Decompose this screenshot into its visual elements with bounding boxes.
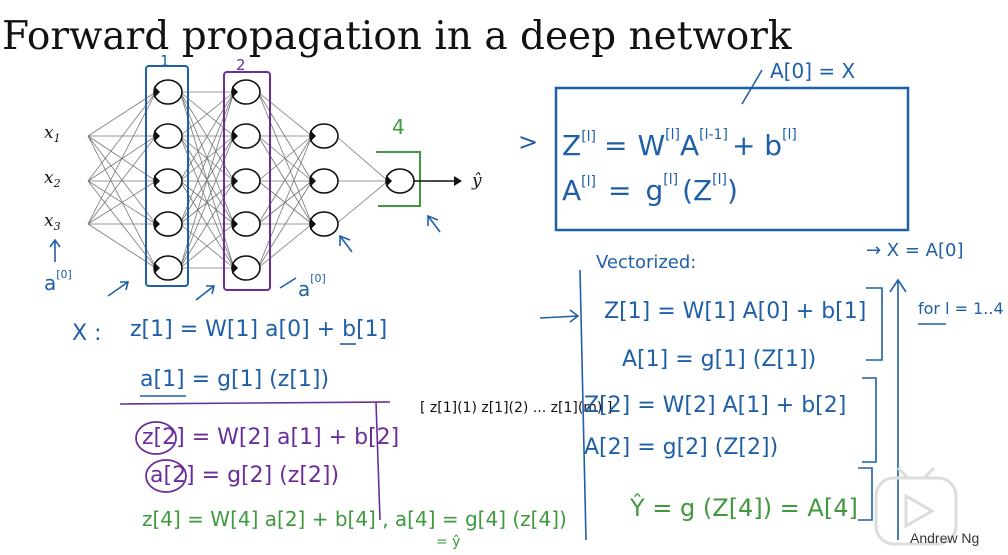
right-eq-Z2: Z[2] = W[2] A[1] + b[2] [584, 393, 846, 418]
node-input-mark [310, 175, 316, 187]
input-label-x1: x1 [44, 123, 61, 145]
a0-equals-x-note: A[0] = X [770, 59, 855, 83]
node-input-mark [154, 175, 160, 187]
a0-pointer [279, 277, 297, 289]
network-edge [257, 180, 313, 269]
network-edge [257, 135, 313, 225]
box-pointer-arrow: > [518, 128, 538, 156]
network-edge [257, 91, 313, 137]
node-input-mark [386, 175, 392, 187]
layer1-highlight [145, 65, 189, 287]
network-edge [87, 91, 157, 137]
right-bracket-2 [862, 377, 877, 463]
network-edge [87, 91, 157, 225]
network-edge [87, 180, 157, 225]
right-arrow-v1 [539, 309, 580, 323]
left-eq-yhat: = ŷ [436, 534, 460, 550]
left-eq-z4: z[4] = W[4] a[2] + b[4] , a[4] = g[4] (z… [142, 507, 567, 531]
left-bracket [119, 401, 391, 521]
node-input-mark [232, 130, 238, 142]
network-edge [87, 180, 157, 269]
left-eq-a1: a[1] = g[1] (z[1]) [140, 367, 329, 392]
z2-circle [135, 421, 177, 455]
network-edge [335, 180, 389, 225]
output-label: ŷ [471, 171, 482, 191]
x-colon-label: X : [72, 321, 101, 346]
network-edge [87, 135, 157, 269]
right-bracket-3 [858, 467, 873, 521]
layer2-arrow [195, 285, 216, 301]
vectorized-label: Vectorized: [596, 252, 696, 273]
x-equals-a0: → X = A[0] [866, 240, 963, 261]
general-formula-box [554, 86, 910, 232]
node-input-mark [232, 218, 238, 230]
network-edge [87, 135, 157, 225]
layer4-highlight [376, 151, 421, 207]
layer3-arrow [339, 234, 353, 253]
for-loop-arrow [889, 278, 907, 540]
right-left-bar [579, 269, 587, 541]
a0-right-label: a[0] [298, 272, 326, 301]
a2-circle [145, 459, 187, 493]
layer4-arrow [427, 214, 441, 233]
node-input-mark [232, 175, 238, 187]
video-play-watermark-icon [874, 466, 958, 546]
layer-number-2: 2 [236, 56, 246, 74]
right-eq-Z1: Z[1] = W[1] A[0] + b[1] [604, 299, 866, 324]
node-input-mark [154, 86, 160, 98]
network-edge [257, 91, 313, 182]
slide-title: Forward propagation in a deep network [2, 14, 792, 59]
layer1-arrow [107, 281, 130, 297]
box-line1: Z[l]=W[l]A[l-1]+ b[l] [562, 127, 797, 162]
layer2-highlight [223, 71, 271, 291]
left-eq-z1: z[1] = W[1] a[0] + b[1] [130, 317, 387, 342]
network-edge [335, 135, 389, 182]
layer-number-4: 4 [392, 115, 405, 139]
node-input-mark [310, 130, 316, 142]
right-eq-Yhat: Ŷ = g (Z[4]) = A[4] [629, 492, 858, 522]
layer-number-1: 1 [160, 52, 170, 70]
node-input-mark [154, 218, 160, 230]
node-input-mark [232, 86, 238, 98]
node-input-mark [232, 262, 238, 274]
right-eq-A2: A[2] = g[2] (Z[2]) [584, 435, 778, 460]
box-line2: A[l]=g[l](Z[l]) [562, 172, 738, 207]
network-edge [257, 223, 313, 269]
node-input-mark [310, 218, 316, 230]
right-bracket-1 [866, 287, 883, 361]
network-edge [87, 223, 157, 269]
network-edge [257, 135, 313, 269]
network-nodes [153, 79, 415, 281]
input-label-x2: x2 [44, 168, 61, 190]
a0-label: a[0] [44, 268, 72, 295]
a0-note-arrow [741, 69, 763, 105]
input-label-x3: x3 [44, 211, 61, 233]
author-credit: Andrew Ng [910, 530, 980, 546]
output-arrow-head [454, 176, 462, 186]
node-input-mark [154, 130, 160, 142]
a0-arrow [49, 238, 61, 262]
right-eq-A1: A[1] = g[1] (Z[1]) [622, 347, 816, 372]
node-input-mark [154, 262, 160, 274]
network-edge [257, 135, 313, 182]
network-edge [87, 91, 157, 182]
left-eq-a2: a[2] = g[2] (z[2]) [150, 463, 339, 488]
for-loop-label: for l = 1..4 [918, 299, 1004, 318]
left-eq-z2: z[2] = W[2] a[1] + b[2] [142, 425, 399, 450]
matrix-z1-columns: [ z[1](1) z[1](2) ... z[1](m) ] [420, 400, 612, 416]
